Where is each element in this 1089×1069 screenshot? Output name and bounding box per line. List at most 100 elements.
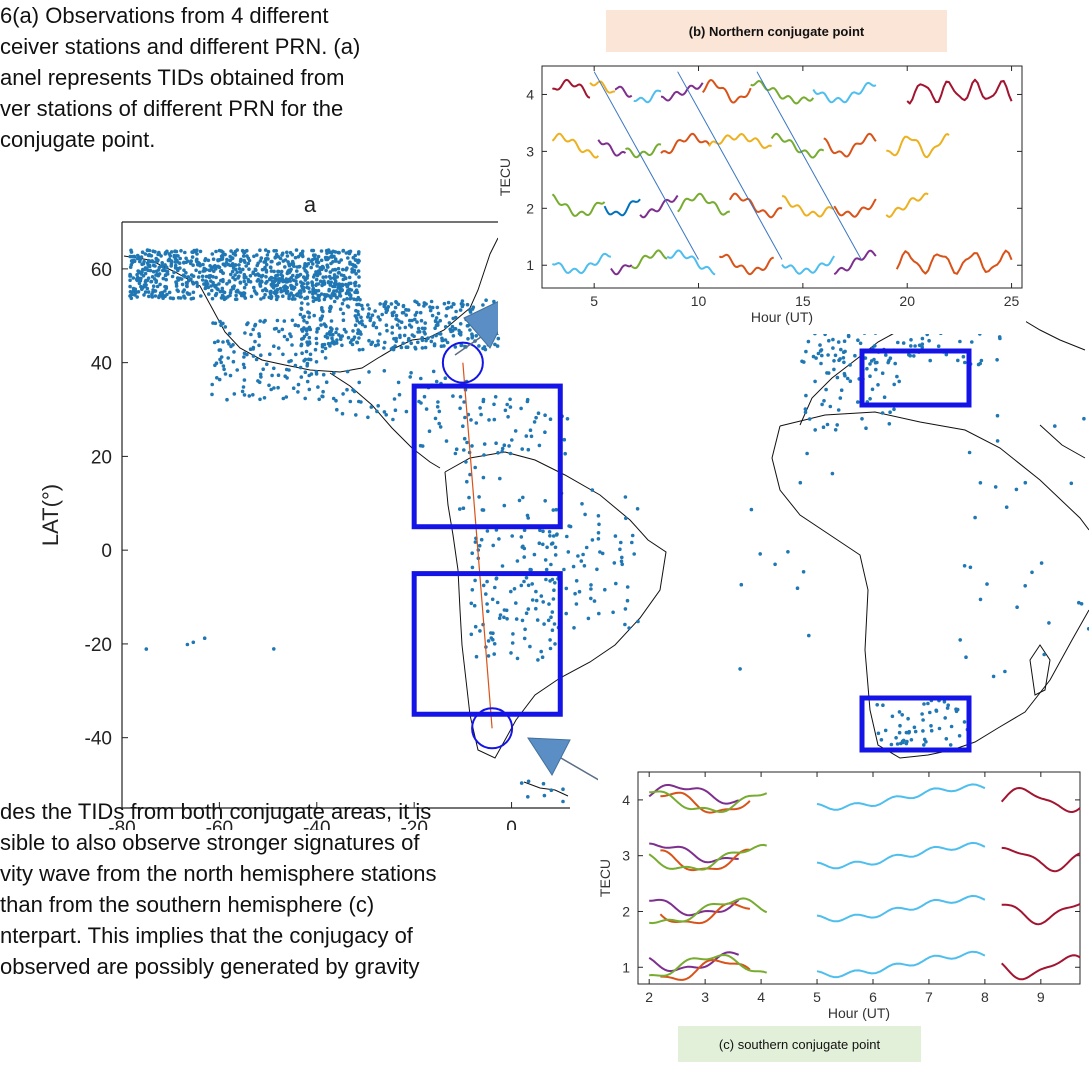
station-dot [175,288,179,292]
station-dot [392,397,397,401]
station-dot [229,288,233,293]
station-dot [595,567,599,572]
station-dot [500,564,505,568]
station-dot [390,313,395,318]
station-dot [345,283,349,288]
station-dot [310,283,315,288]
station-dot [352,335,357,339]
station-dot [259,297,263,301]
station-dot [428,305,432,309]
station-dot [227,279,232,283]
station-dot [357,380,362,385]
station-dot [635,507,640,511]
station-dot [526,583,531,588]
x-tick-label: 15 [795,293,811,309]
station-dot [479,537,484,542]
station-dot [307,327,312,331]
tec-series-curve [614,85,633,98]
station-dot [357,275,361,279]
station-dot [284,395,289,399]
station-dot [321,372,326,377]
station-dot [920,345,924,350]
station-dot [232,392,237,396]
station-dot [195,257,199,262]
station-dot [429,299,434,304]
station-dot [299,342,304,347]
station-dot [1086,627,1089,631]
station-dot [470,332,474,336]
station-dot [196,275,201,279]
station-dot [625,585,630,589]
map-x-tick-label: 0 [506,818,517,830]
station-dot [340,343,344,348]
station-dot [221,340,225,344]
station-dot [336,266,341,271]
station-dot [416,340,420,345]
tec-series-curve [648,843,767,871]
tec-series-curve [833,198,877,218]
station-dot [897,730,902,735]
plot-frame [541,65,1023,289]
station-dot [443,325,448,329]
station-dot [166,258,171,263]
station-dot [888,356,893,360]
station-dot [1015,605,1019,609]
station-dot [506,415,510,419]
station-dot [408,375,413,379]
station-dot [245,254,249,258]
discussion-line: than from the southern hemisphere (c) [0,892,375,917]
station-dot [896,340,900,345]
station-dot [151,288,155,292]
station-dot [819,361,823,366]
station-dot [188,261,193,266]
station-dot [376,339,380,343]
tec-series-curve [895,249,1013,275]
station-dot [198,263,202,268]
station-dot [183,296,187,300]
station-dot [248,280,253,284]
station-dot [876,383,880,387]
station-dot [937,726,942,731]
station-dot [804,349,808,354]
station-dot [316,326,321,331]
station-dot [836,340,841,344]
station-dot [909,344,913,348]
station-dot [153,294,158,298]
x-axis-label: Hour (UT) [751,309,813,325]
station-dot [242,393,247,397]
station-dot [334,289,339,293]
station-dot [577,589,582,594]
station-dot [833,353,838,358]
station-dot [929,728,934,733]
caption-line: ceiver stations and different PRN. (a) [0,34,361,59]
station-dot [165,269,170,274]
station-dot [526,779,531,784]
station-dot [895,374,899,379]
station-dot [544,577,548,582]
station-dot [382,346,386,350]
station-dot [307,315,312,319]
station-dot [357,348,362,352]
station-dot [230,256,235,260]
station-dot [409,371,413,375]
station-dot [247,394,252,398]
station-dot [150,295,155,299]
station-dot [571,564,576,569]
station-dot [345,369,350,374]
x-tick-label: 5 [590,293,598,309]
map-x-tick-label: -20 [400,818,427,830]
station-dot [316,260,321,265]
station-dot [434,333,438,338]
station-dot [299,252,303,256]
station-dot [331,276,336,280]
station-dot [244,282,248,287]
station-dot [294,248,299,252]
station-dot [305,364,310,368]
station-dot [998,336,1002,341]
station-dot [552,588,556,592]
station-dot [252,285,256,290]
station-dot [311,299,316,303]
station-dot [306,281,310,285]
